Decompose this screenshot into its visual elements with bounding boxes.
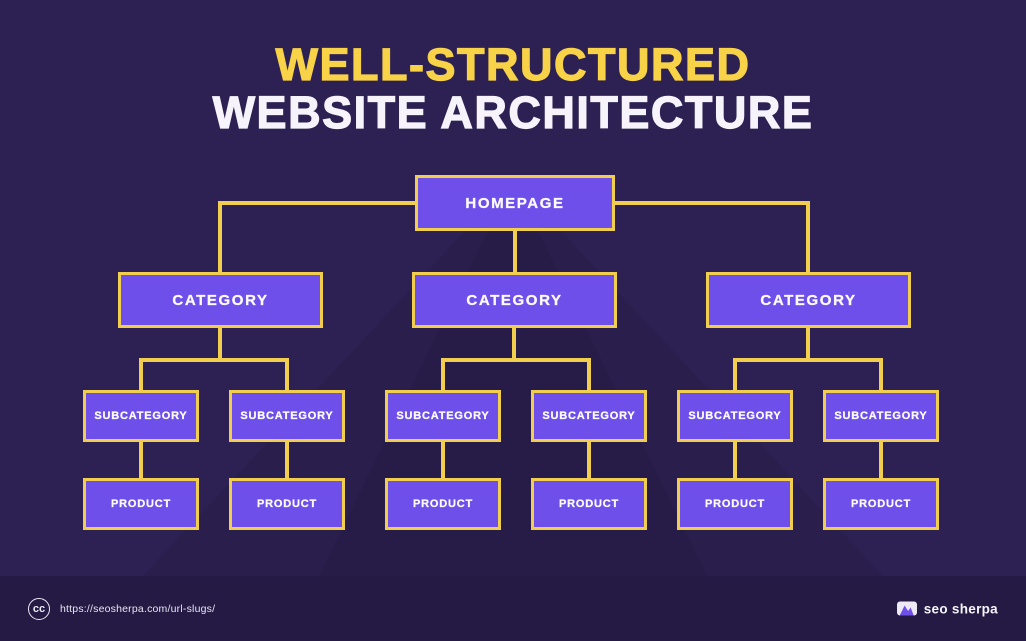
title-line-2: WEBSITE ARCHITECTURE (212, 87, 814, 138)
connector-line (587, 442, 591, 478)
node-subcategory-6: SUBCATEGORY (823, 390, 939, 442)
node-category-2: CATEGORY (412, 272, 617, 328)
node-product-6: PRODUCT (823, 478, 939, 530)
connector-line (512, 328, 516, 361)
connector-line (285, 358, 289, 390)
connector-line (139, 442, 143, 478)
node-subcategory-5: SUBCATEGORY (677, 390, 793, 442)
connector-line (139, 358, 143, 390)
creative-commons-icon: cc (28, 597, 50, 620)
connector-line (441, 442, 445, 478)
connector-line (733, 442, 737, 478)
node-subcategory-4: SUBCATEGORY (531, 390, 647, 442)
connector-line (218, 201, 222, 272)
connector-line (806, 201, 810, 272)
node-product-5: PRODUCT (677, 478, 793, 530)
connector-line (218, 328, 222, 361)
node-subcategory-1: SUBCATEGORY (83, 390, 199, 442)
title-line-1: WELL-STRUCTURED (275, 39, 751, 90)
source-url: https://seosherpa.com/url-slugs/ (60, 602, 216, 615)
brand-name: seo sherpa (923, 601, 998, 616)
connector-line (733, 358, 883, 362)
connector-line (139, 358, 289, 362)
node-homepage: HOMEPAGE (415, 175, 615, 231)
connector-line (587, 358, 591, 390)
connector-line (806, 328, 810, 361)
brand-lockup: seo sherpa (896, 601, 998, 616)
node-category-3: CATEGORY (706, 272, 911, 328)
node-category-1: CATEGORY (118, 272, 323, 328)
connector-line (441, 358, 445, 390)
connector-line (879, 358, 883, 390)
node-subcategory-3: SUBCATEGORY (385, 390, 501, 442)
connector-line (513, 228, 517, 272)
node-product-4: PRODUCT (531, 478, 647, 530)
node-product-2: PRODUCT (229, 478, 345, 530)
seo-sherpa-logo-icon (896, 601, 917, 616)
connector-line (879, 442, 883, 478)
node-product-3: PRODUCT (385, 478, 501, 530)
connector-line (285, 442, 289, 478)
footer-bar: cc https://seosherpa.com/url-slugs/ seo … (0, 576, 1026, 641)
node-product-1: PRODUCT (83, 478, 199, 530)
connector-line (441, 358, 591, 362)
connector-line (733, 358, 737, 390)
node-subcategory-2: SUBCATEGORY (229, 390, 345, 442)
